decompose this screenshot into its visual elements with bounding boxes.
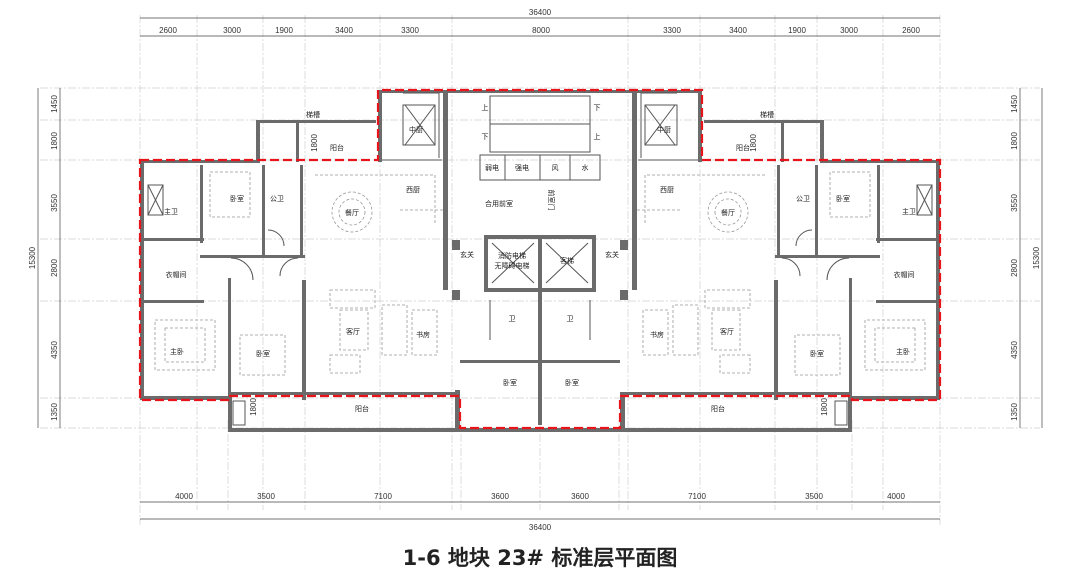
room-label: 公卫 — [270, 195, 284, 203]
room-label: 卧室 — [810, 349, 824, 358]
room-label: 书房 — [416, 330, 430, 339]
room-label: 卧室 — [565, 378, 579, 387]
room-label: 弱电 — [485, 163, 499, 172]
room-label: 卫 — [509, 315, 516, 323]
dim-top: 3400 — [729, 26, 747, 35]
dim-bottom: 3500 — [257, 492, 275, 501]
room-dimension: 1800 — [749, 134, 758, 152]
room-label: 合用前室 — [485, 199, 513, 208]
dim-right: 1350 — [1010, 403, 1019, 421]
dim-right: 1450 — [1010, 95, 1019, 113]
room-dimension: 1800 — [310, 134, 319, 152]
dim-bottom: 4000 — [175, 492, 193, 501]
room-label: 卧室 — [503, 378, 517, 387]
room-label: 玄关 — [605, 250, 619, 259]
room-label: 书房 — [650, 330, 664, 339]
dim-top: 3300 — [663, 26, 681, 35]
room-label: 玄关 — [460, 250, 474, 259]
room-label: 餐厅 — [721, 208, 735, 217]
core-walls — [446, 90, 636, 432]
floor-plan: 36400 2600 3000 1900 3400 3300 8000 3300… — [28, 8, 1043, 532]
dim-bottom: 3600 — [491, 492, 509, 501]
room-label: 主卫 — [164, 207, 178, 216]
dim-top: 8000 — [532, 26, 550, 35]
room-label: 阳台 — [330, 143, 344, 152]
room-label: 阳台 — [355, 404, 369, 413]
core-labels: 上 下 下 上 弱电 强电 风 水 合用前室 前室门 消防电梯 无障碍电梯 客梯… — [482, 103, 601, 387]
elevator-label: 消防电梯 — [498, 251, 526, 260]
stair-label: 上 — [594, 132, 601, 141]
room-dimension: 1800 — [249, 398, 258, 416]
stair-label: 下 — [594, 104, 601, 112]
dim-top: 3400 — [335, 26, 353, 35]
dim-top: 3000 — [840, 26, 858, 35]
stair-label: 下 — [482, 133, 489, 141]
dimension-labels: 36400 2600 3000 1900 3400 3300 8000 3300… — [28, 8, 1041, 532]
dim-left: 1800 — [50, 132, 59, 150]
dim-left: 2800 — [50, 259, 59, 277]
room-label: 衣帽间 — [166, 270, 187, 279]
room-label: 西厨 — [406, 186, 420, 194]
dim-bottom: 3500 — [805, 492, 823, 501]
room-label: 梯槽 — [306, 110, 320, 119]
left-unit-walls — [139, 89, 461, 433]
room-label: 中厨 — [409, 125, 423, 134]
room-label: 卧室 — [256, 349, 270, 358]
left-unit-labels: 主卫 卧室 公卫 餐厅 西厨 中厨 阳台 1800 梯槽 衣帽间 主卧 卧室 客… — [164, 110, 474, 416]
room-label: 客厅 — [720, 327, 734, 336]
right-unit-walls — [619, 89, 941, 433]
dim-right: 2800 — [1010, 259, 1019, 277]
dim-bottom: 7100 — [374, 492, 392, 501]
plan-title: 1-6 地块 23# 标准层平面图 — [402, 546, 678, 570]
dim-left: 4350 — [50, 341, 59, 359]
room-label: 前室门 — [547, 190, 556, 211]
room-label: 阳台 — [711, 404, 725, 413]
room-label: 强电 — [515, 163, 529, 172]
room-label: 水 — [582, 163, 589, 172]
elevator-label: 无障碍电梯 — [495, 261, 530, 270]
room-label: 主卫 — [902, 207, 916, 216]
room-label: 卫 — [567, 315, 574, 323]
dim-right: 1800 — [1010, 132, 1019, 150]
elevator-label: 客梯 — [560, 256, 574, 265]
dim-right-total: 15300 — [1032, 246, 1041, 269]
room-label: 西厨 — [660, 186, 674, 194]
room-label: 卧室 — [836, 194, 850, 203]
room-label: 主卧 — [896, 347, 910, 356]
dim-right: 3550 — [1010, 194, 1019, 212]
dim-top-total: 36400 — [529, 8, 552, 17]
dim-top: 2600 — [159, 26, 177, 35]
room-label: 主卧 — [170, 347, 184, 356]
room-label: 卧室 — [230, 194, 244, 203]
room-label: 梯槽 — [760, 110, 774, 119]
dim-bottom: 7100 — [688, 492, 706, 501]
room-label: 客厅 — [346, 327, 360, 336]
room-label: 中厨 — [657, 125, 671, 134]
building-outline — [138, 88, 942, 430]
dim-top: 3000 — [223, 26, 241, 35]
dim-right: 4350 — [1010, 341, 1019, 359]
dim-bottom: 4000 — [887, 492, 905, 501]
room-label: 风 — [552, 164, 559, 172]
dim-top: 1900 — [275, 26, 293, 35]
room-label: 餐厅 — [345, 208, 359, 217]
stair-label: 上 — [482, 103, 489, 112]
dim-left: 1350 — [50, 403, 59, 421]
dim-bottom: 3600 — [571, 492, 589, 501]
dim-left-total: 15300 — [28, 246, 37, 269]
room-dimension: 1800 — [820, 398, 829, 416]
room-label: 衣帽间 — [894, 270, 915, 279]
dim-left: 3550 — [50, 194, 59, 212]
dim-top: 1900 — [788, 26, 806, 35]
dim-bottom-total: 36400 — [529, 523, 552, 532]
dimension-lines — [37, 17, 1043, 520]
dim-top: 2600 — [902, 26, 920, 35]
dim-left: 1450 — [50, 95, 59, 113]
room-label: 公卫 — [796, 195, 810, 203]
right-unit-labels: 主卫 卧室 公卫 餐厅 西厨 中厨 阳台 1800 梯槽 衣帽间 主卧 卧室 客… — [605, 110, 916, 416]
dim-top: 3300 — [401, 26, 419, 35]
room-label: 阳台 — [736, 143, 750, 152]
